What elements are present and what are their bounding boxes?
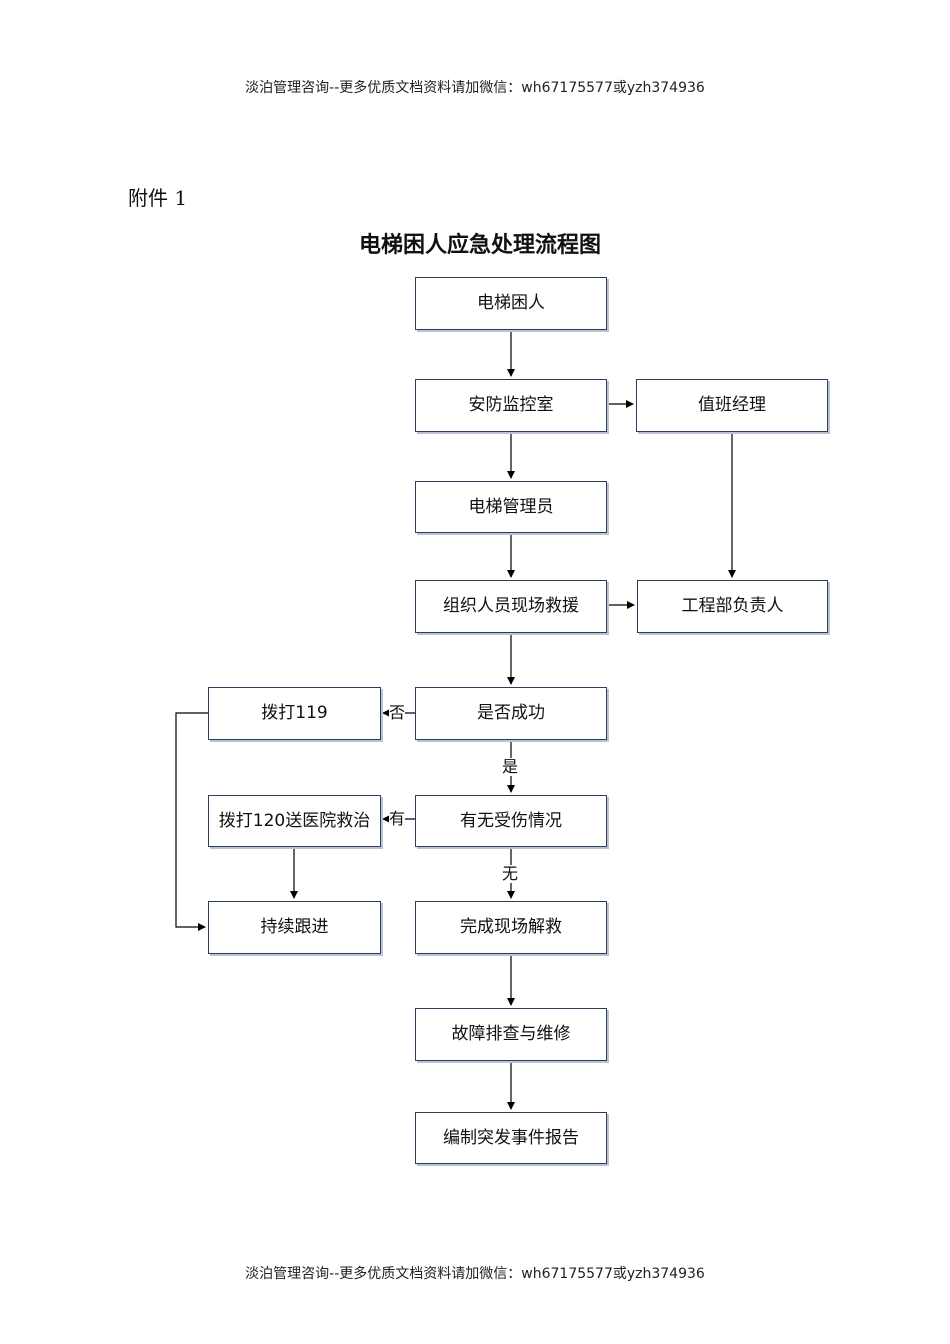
attachment-label: 附件 1 — [128, 186, 188, 210]
node-call-119: 拨打119 — [208, 687, 381, 740]
node-duty-manager: 值班经理 — [636, 379, 828, 432]
node-troubleshoot: 故障排查与维修 — [415, 1008, 607, 1061]
edge-label-has: 有 — [389, 809, 406, 828]
node-engineering-head: 工程部负责人 — [637, 580, 828, 633]
page-header: 淡泊管理咨询--更多优质文档资料请加微信：wh67175577或yzh37493… — [245, 80, 705, 96]
node-report: 编制突发事件报告 — [415, 1112, 607, 1164]
node-elevator-admin: 电梯管理员 — [415, 481, 607, 533]
node-follow-up: 持续跟进 — [208, 901, 381, 954]
node-security-room: 安防监控室 — [415, 379, 607, 432]
edge-label-no: 否 — [389, 703, 406, 722]
node-complete-rescue: 完成现场解救 — [415, 901, 607, 954]
node-injury-check: 有无受伤情况 — [415, 795, 607, 847]
edge-119-followup — [175, 712, 208, 931]
node-success-check: 是否成功 — [415, 687, 607, 740]
edge-label-yes: 是 — [502, 757, 519, 776]
page-footer: 淡泊管理咨询--更多优质文档资料请加微信：wh67175577或yzh37493… — [245, 1266, 705, 1282]
node-call-120: 拨打120送医院救治 — [208, 795, 381, 847]
edge-label-none: 无 — [502, 864, 519, 883]
node-trapped: 电梯困人 — [415, 277, 607, 330]
diagram-title: 电梯困人应急处理流程图 — [358, 232, 601, 258]
node-organize-rescue: 组织人员现场救援 — [415, 580, 607, 633]
